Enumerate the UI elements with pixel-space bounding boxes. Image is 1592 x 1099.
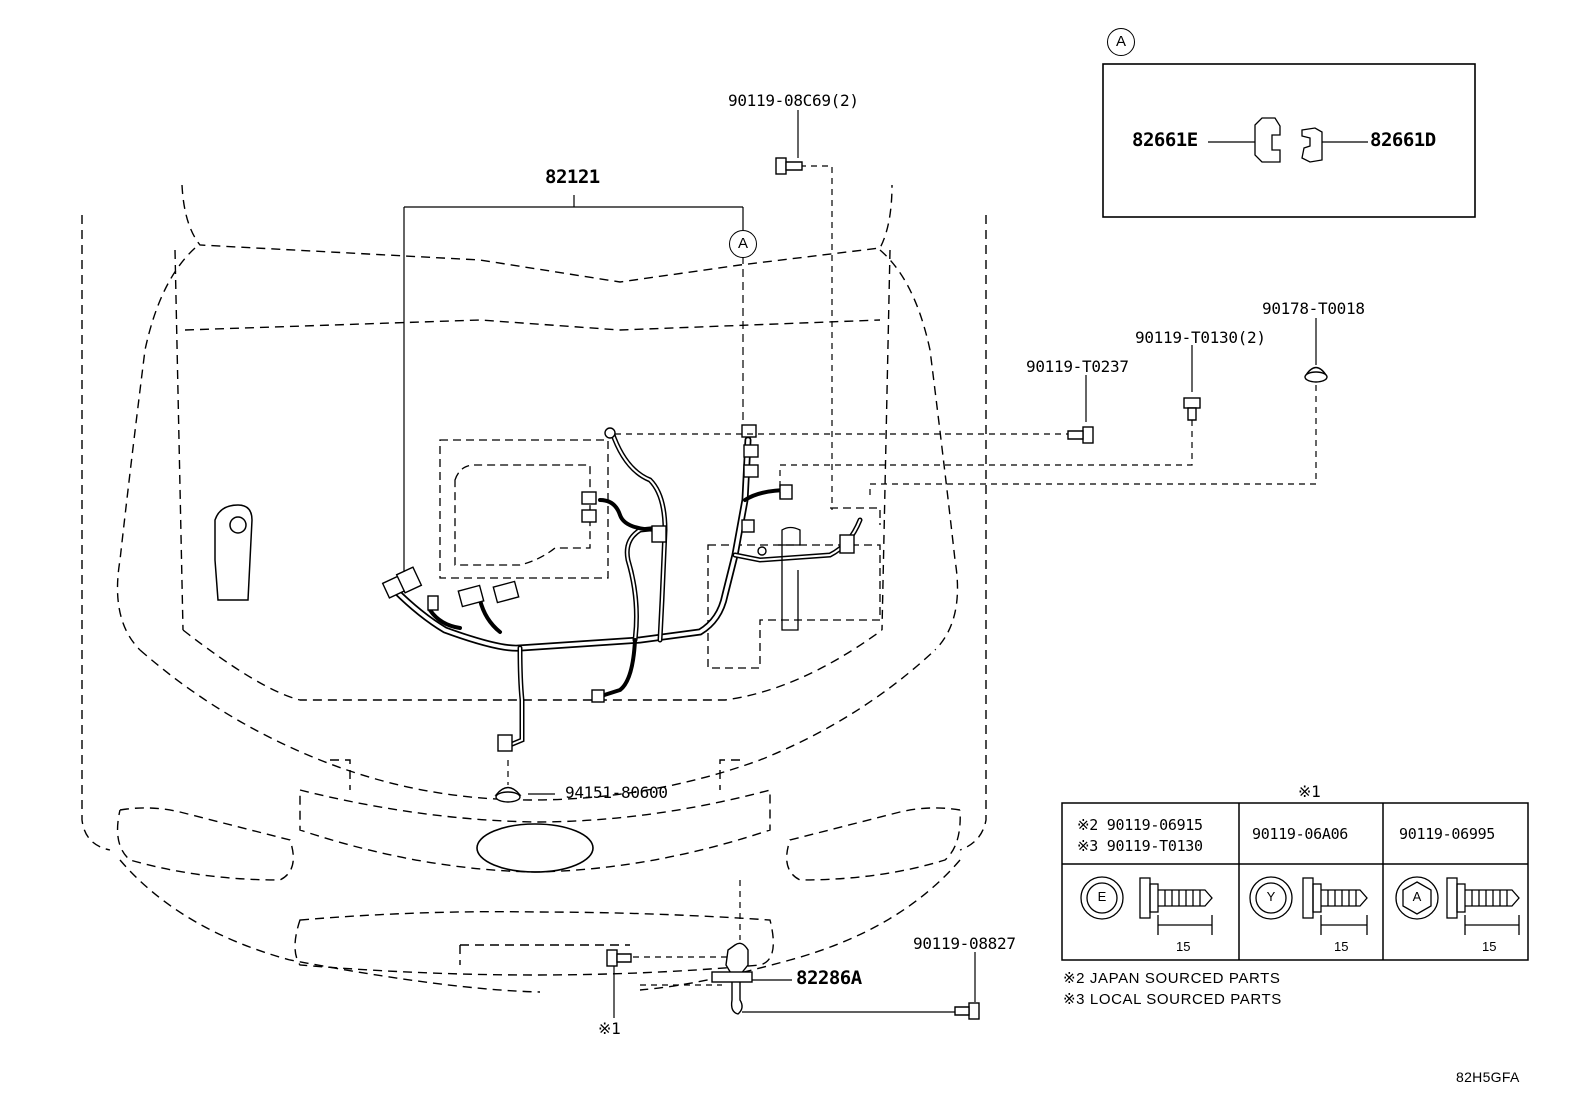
connectors: [381, 424, 855, 752]
footnote-japan-sourced: ※2 JAPAN SOURCED PARTS: [1063, 970, 1281, 987]
label-bracket-82286a: 82286A: [796, 967, 862, 989]
label-bolt-t0130: 90119-T0130(2): [1135, 328, 1266, 347]
bolt-col1-part-japan: ※2 90119-06915: [1077, 816, 1203, 834]
clip-parts: [1254, 117, 1323, 163]
fasteners: [494, 157, 1328, 1020]
emblem: [476, 823, 594, 873]
bolt-col3-dimension: 15: [1482, 939, 1497, 954]
label-clip-80600: 94151-80600: [565, 783, 668, 802]
bolt-col1-dimension: 15: [1176, 939, 1191, 954]
footnote-local-sourced: ※3 LOCAL SOURCED PARTS: [1063, 991, 1282, 1008]
bolt-col3-part: 90119-06995: [1399, 825, 1496, 843]
wire-harness: [391, 429, 863, 748]
detail-marker-on-harness: A: [729, 230, 757, 258]
label-bolt-08c69: 90119-08C69(2): [728, 91, 859, 110]
label-ref-mark: ※1: [598, 1019, 621, 1038]
figure-code: 82H5GFA: [1456, 1069, 1520, 1085]
bolt-table-grid: [1061, 802, 1529, 961]
label-part-82661d: 82661D: [1370, 129, 1436, 151]
bolt-col2-dimension: 15: [1334, 939, 1349, 954]
bolt-col3-head-letter: A: [1412, 889, 1422, 904]
label-harness-82121: 82121: [545, 166, 600, 188]
leader-lines: [507, 165, 1317, 986]
solid-leaders: [528, 110, 1368, 1018]
engine-components: [439, 439, 881, 669]
engine-bracket: [778, 526, 801, 631]
bolt-col1-head-letter: E: [1097, 889, 1107, 904]
vehicle-outline: [81, 184, 987, 993]
label-bolt-08827: 90119-08827: [913, 934, 1016, 953]
label-clip-t0018: 90178-T0018: [1262, 299, 1365, 318]
bolt-drawings: [1080, 876, 1520, 935]
harness-leader: [403, 195, 744, 572]
bolt-col1-part-local: ※3 90119-T0130: [1077, 837, 1203, 855]
label-part-82661e: 82661E: [1132, 129, 1198, 151]
detail-box-marker: A: [1107, 28, 1135, 56]
bolt-col2-part: 90119-06A06: [1252, 825, 1349, 843]
bolt-col2-head-letter: Y: [1266, 889, 1276, 904]
label-bolt-t0237: 90119-T0237: [1026, 357, 1129, 376]
bolt-table-header-mark: ※1: [1298, 782, 1321, 801]
reservoir: [214, 504, 253, 601]
detail-box: [1102, 63, 1476, 218]
